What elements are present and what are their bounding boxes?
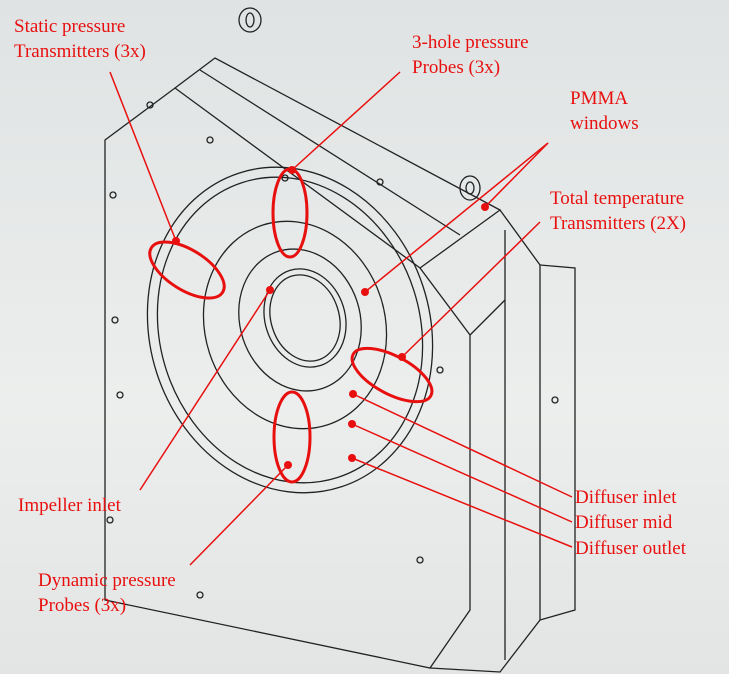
probe-highlight-ellipses [148,167,434,484]
three-hole-ellipse [271,167,309,259]
label-line: Transmitters (3x) [14,41,146,62]
label-diffuser-inlet: Diffuser inlet [575,487,677,508]
label-line: Probes (3x) [412,57,501,78]
static-pressure-ellipse [148,240,226,300]
dynamic-pressure-ellipse [272,390,312,484]
label-total-temperature: Total temperature Transmitters (2X) [550,186,686,236]
label-line: Probes (3x) [38,595,127,616]
label-line: Transmitters (2X) [550,213,686,234]
label-line: 3-hole pressure [412,32,529,53]
annotation-leaders [109,71,573,566]
label-pmma: PMMA windows [570,86,639,136]
label-static-pressure: Static pressure Transmitters (3x) [14,14,146,64]
total-temperature-ellipse [350,346,434,404]
label-line: Static pressure [14,16,126,37]
label-diffuser-outlet: Diffuser outlet [575,538,686,559]
label-line: Total temperature [550,188,685,209]
annotation-dots [172,166,489,469]
label-three-hole: 3-hole pressure Probes (3x) [412,30,529,80]
label-line: Dynamic pressure [38,570,176,591]
label-diffuser-mid: Diffuser mid [575,512,673,533]
label-line: windows [570,113,639,134]
housing-outline [104,7,576,673]
label-line: PMMA [570,88,629,109]
label-impeller-inlet: Impeller inlet [18,495,121,516]
label-dynamic-pressure: Dynamic pressure Probes (3x) [38,568,176,618]
